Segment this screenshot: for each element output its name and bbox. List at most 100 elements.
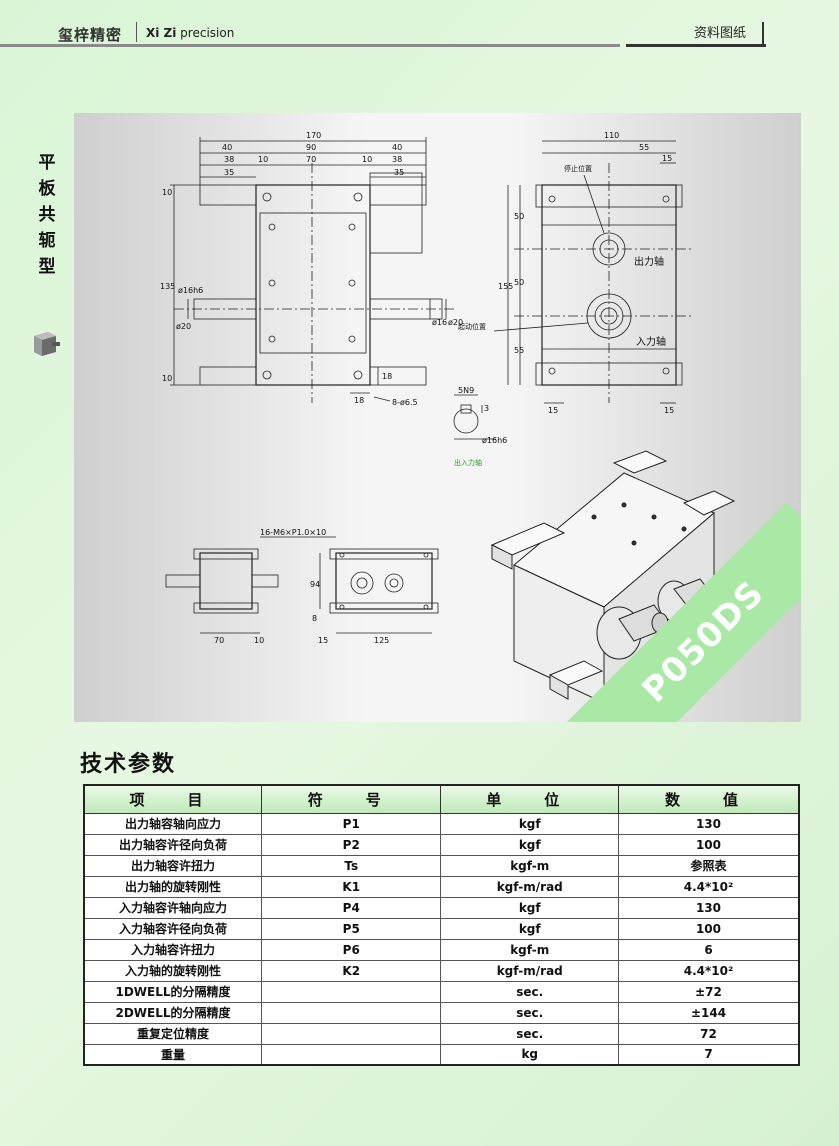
dim-label: ø16h6 (178, 286, 203, 295)
cell-value: ±72 (617, 980, 800, 1003)
side-char: 共 (38, 205, 56, 225)
dim-label: 50 (514, 212, 524, 221)
dim-label: 35 (394, 168, 404, 177)
dim-label: 125 (374, 636, 389, 645)
output-shaft-label: 出力轴 (634, 255, 664, 268)
dim-label: ø16 (432, 318, 447, 327)
dim-label: 15 (664, 406, 674, 415)
cell-symbol (260, 1022, 442, 1045)
dim-label: 90 (306, 143, 316, 152)
table-row: 出力轴容轴向应力 P1 kgf 130 (83, 812, 800, 835)
dim-label: 40 (222, 143, 232, 152)
cell-symbol: P5 (260, 917, 442, 940)
table-row: 重复定位精度 sec. 72 (83, 1022, 800, 1045)
cell-item: 入力轴容许径向负荷 (83, 917, 262, 940)
cell-symbol: P4 (260, 896, 442, 919)
cell-value: 100 (617, 833, 800, 856)
brand-en-bold: Xi Zi (146, 26, 177, 40)
cell-item: 重复定位精度 (83, 1022, 262, 1045)
side-view (493, 140, 694, 404)
dim-label: 10 (254, 636, 264, 645)
dim-label: 55 (514, 346, 524, 355)
table-row: 入力轴容许扭力 P6 kgf-m 6 (83, 938, 800, 961)
cell-item: 重量 (83, 1043, 262, 1066)
doc-divider (762, 22, 764, 46)
dim-label: 10 (162, 188, 172, 197)
column-header: 项 目 (83, 784, 262, 814)
cell-value: 4.4*10² (617, 875, 800, 898)
dim-label: ø20 (448, 318, 463, 327)
cell-unit: kgf-m/rad (440, 875, 619, 898)
dim-label: 70 (306, 155, 316, 164)
dim-label: 5N9 (458, 386, 474, 395)
table-row: 入力轴容许轴向应力 P4 kgf 130 (83, 896, 800, 919)
cell-unit: kgf-m (440, 938, 619, 961)
dim-label: 10 (162, 374, 172, 383)
cell-unit: sec. (440, 1022, 619, 1045)
dim-label: 55 (639, 143, 649, 152)
column-header: 符 号 (260, 784, 442, 814)
brand-name-en: Xi Zi precision (146, 26, 234, 40)
shaft-detail (453, 394, 496, 440)
brand-name-cn: 玺梓精密 (58, 26, 123, 44)
dim-label: 50 (514, 278, 524, 287)
cell-item: 入力轴容许扭力 (83, 938, 262, 961)
cell-item: 出力轴容轴向应力 (83, 812, 262, 835)
gearbox-icon (34, 332, 60, 356)
cell-symbol (260, 1043, 442, 1066)
cell-symbol (260, 1001, 442, 1024)
column-header: 单 位 (440, 784, 619, 814)
cell-item: 1DWELL的分隔精度 (83, 980, 262, 1003)
table-header-row: 项 目 符 号 单 位 数 值 (83, 784, 800, 814)
spec-table: 项 目 符 号 单 位 数 值 出力轴容轴向应力 P1 kgf 130 出力轴容… (83, 784, 800, 1066)
side-char: 轭 (38, 231, 56, 251)
cell-value: 参照表 (617, 854, 800, 877)
cell-item: 出力轴的旋转刚性 (83, 875, 262, 898)
table-row: 出力轴容许径向负荷 P2 kgf 100 (83, 833, 800, 856)
brand-en-rest: precision (176, 26, 235, 40)
cell-item: 出力轴容许径向负荷 (83, 833, 262, 856)
dim-label: 40 (392, 143, 402, 152)
cell-unit: kgf (440, 833, 619, 856)
document-type: 资料图纸 (694, 26, 747, 41)
column-header: 数 值 (617, 784, 800, 814)
cell-value: 100 (617, 917, 800, 940)
cell-value: 6 (617, 938, 800, 961)
dim-label: 110 (604, 131, 619, 140)
cell-item: 入力轴的旋转刚性 (83, 959, 262, 982)
cell-symbol: P2 (260, 833, 442, 856)
side-title: 平 板 共 轭 型 (36, 150, 58, 280)
dim-label: 155 (498, 282, 513, 291)
cell-item: 2DWELL的分隔精度 (83, 1001, 262, 1024)
dim-label: 10 (258, 155, 268, 164)
cell-unit: kgf-m (440, 854, 619, 877)
cell-symbol: K2 (260, 959, 442, 982)
cell-unit: kgf (440, 917, 619, 940)
dim-label: 3 (484, 404, 489, 413)
front-view (170, 137, 454, 403)
table-row: 入力轴的旋转刚性 K2 kgf-m/rad 4.4*10² (83, 959, 800, 982)
bottom-left-view (165, 548, 279, 634)
side-char: 平 (38, 153, 56, 173)
cell-symbol: P6 (260, 938, 442, 961)
dim-label: 94 (310, 580, 320, 589)
cell-item: 入力轴容许轴向应力 (83, 896, 262, 919)
dim-label: 35 (224, 168, 234, 177)
cell-value: ±144 (617, 1001, 800, 1024)
section-title: 技术参数 (80, 752, 177, 777)
table-row: 出力轴容许扭力 Ts kgf-m 参照表 (83, 854, 800, 877)
cell-unit: kgf-m/rad (440, 959, 619, 982)
dim-label: 10 (362, 155, 372, 164)
dim-label: 38 (392, 155, 402, 164)
cell-item: 出力轴容许扭力 (83, 854, 262, 877)
bottom-middle-view (260, 536, 439, 634)
dim-label: ø20 (176, 322, 191, 331)
cell-value: 130 (617, 812, 800, 835)
start-position-label: 起动位置 (458, 322, 486, 331)
cell-symbol: Ts (260, 854, 442, 877)
brand-divider (136, 22, 137, 42)
dim-label: 15 (318, 636, 328, 645)
input-shaft-label: 入力轴 (636, 335, 666, 348)
dim-label: 8-ø6.5 (392, 398, 418, 407)
table-row: 2DWELL的分隔精度 sec. ±144 (83, 1001, 800, 1024)
